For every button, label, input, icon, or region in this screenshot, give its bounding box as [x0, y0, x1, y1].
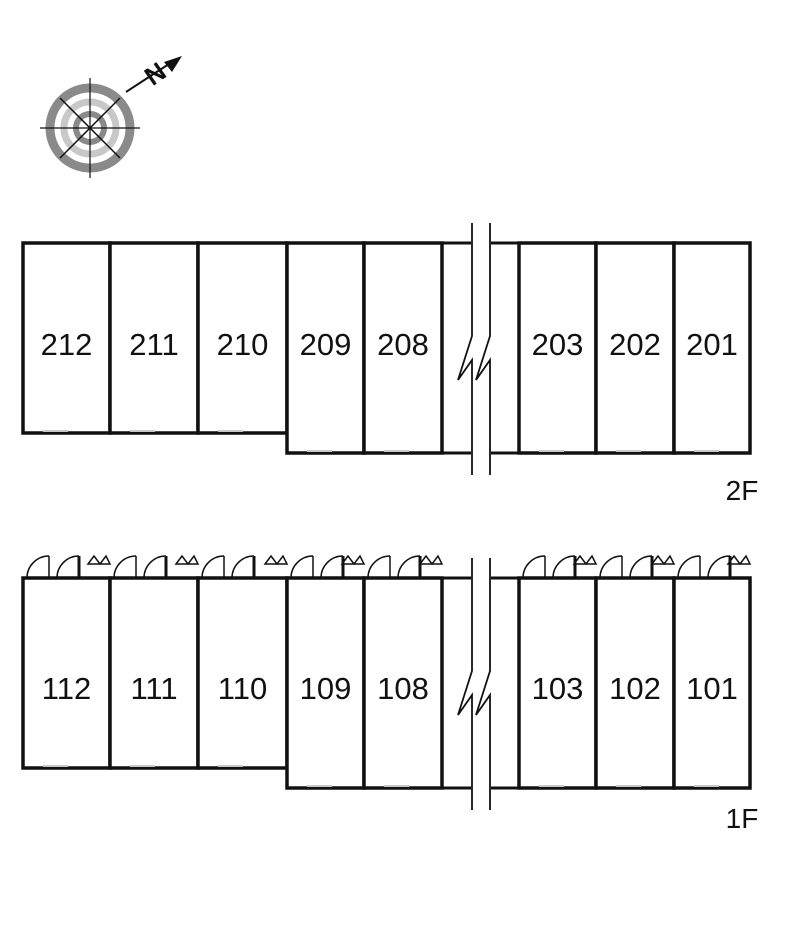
unit-209: 209 [285, 241, 366, 455]
mailbox-icon [726, 554, 752, 566]
unit-108: 108 [362, 554, 444, 790]
unit-number: 203 [532, 327, 584, 362]
unit-201: 201 [672, 241, 752, 455]
unit-outline [362, 576, 444, 790]
door-swing [113, 555, 137, 579]
unit-outline [594, 576, 676, 790]
mailbox-icon [263, 554, 289, 566]
unit-outline [594, 241, 676, 455]
unit-110: 110 [196, 554, 289, 770]
mailbox-icon [572, 554, 598, 566]
unit-outline [362, 241, 444, 455]
door-swing [367, 555, 391, 579]
door-swing [552, 555, 576, 579]
mailbox-icon [86, 554, 112, 566]
unit-number: 212 [41, 327, 93, 362]
unit-202: 202 [594, 241, 676, 455]
unit-outline [21, 576, 112, 770]
unit-102: 102 [594, 554, 676, 790]
door-swing [290, 555, 314, 579]
unit-208: 208 [362, 241, 444, 455]
door-swing [231, 555, 255, 579]
door-swing [201, 555, 225, 579]
unit-number: 210 [217, 327, 269, 362]
unit-109: 109 [285, 554, 366, 790]
unit-outline [517, 241, 598, 455]
unit-112: 112 [21, 554, 112, 770]
door-swing [629, 555, 653, 579]
compass-rose-icon: N [40, 56, 182, 178]
unit-number: 208 [377, 327, 429, 362]
unit-outline [517, 576, 598, 790]
unit-number: 109 [300, 671, 352, 706]
unit-101: 101 [672, 554, 752, 790]
unit-number: 110 [218, 671, 267, 706]
unit-outline [21, 241, 112, 435]
door-swing [26, 555, 50, 579]
unit-outline [672, 241, 752, 455]
door-swing [522, 555, 546, 579]
unit-203: 203 [517, 241, 598, 455]
unit-number: 209 [300, 327, 352, 362]
unit-outline [285, 241, 366, 455]
unit-211: 211 [108, 241, 200, 435]
unit-111: 111 [108, 554, 200, 770]
unit-outline [285, 576, 366, 790]
unit-212: 212 [21, 241, 112, 435]
unit-number: 211 [129, 327, 178, 362]
floors-group: 212 211 210 209 208 203 202 201 2F 112 111 110 109 10… [21, 223, 759, 834]
door-swing [677, 555, 701, 579]
zigzag-break-icon [457, 558, 491, 810]
floor-label: 2F [726, 475, 759, 506]
unit-outline [672, 576, 752, 790]
door-swing [143, 555, 167, 579]
unit-number: 201 [686, 327, 738, 362]
unit-number: 111 [130, 671, 177, 706]
unit-number: 202 [609, 327, 661, 362]
door-swing [397, 555, 421, 579]
unit-outline [196, 576, 289, 770]
mailbox-icon [340, 554, 366, 566]
floor-1F: 112 111 110 109 108 103 102 101 1F [21, 554, 759, 834]
door-swing [707, 555, 731, 579]
mailbox-icon [418, 554, 444, 566]
mailbox-icon [174, 554, 200, 566]
unit-number: 108 [377, 671, 429, 706]
unit-outline [196, 241, 289, 435]
unit-103: 103 [517, 554, 598, 790]
door-swing [599, 555, 623, 579]
unit-number: 103 [532, 671, 584, 706]
floor-label: 1F [726, 803, 759, 834]
floor-2F: 212 211 210 209 208 203 202 201 2F [21, 223, 759, 506]
unit-210: 210 [196, 241, 289, 435]
door-swing [56, 555, 80, 579]
door-swing [320, 555, 344, 579]
unit-number: 112 [42, 671, 91, 706]
unit-outline [108, 241, 200, 435]
mailbox-icon [650, 554, 676, 566]
unit-number: 102 [609, 671, 661, 706]
zigzag-break-icon [457, 223, 491, 475]
unit-number: 101 [686, 671, 738, 706]
